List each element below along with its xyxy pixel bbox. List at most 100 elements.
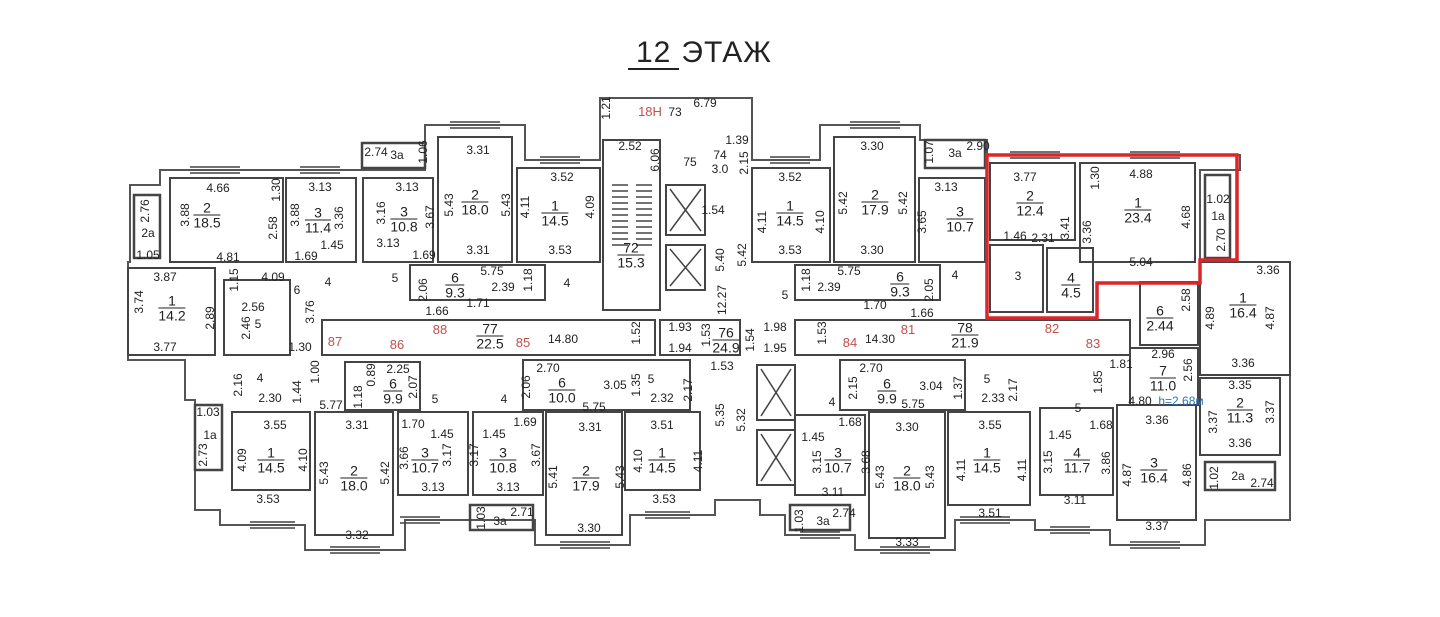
floor-label: ЭТАЖ	[681, 36, 772, 69]
dimension-label: 2.06	[519, 375, 533, 399]
dimension-label: 1.18	[521, 268, 535, 292]
elevator-cross	[760, 368, 792, 417]
dimension-label: 5	[983, 372, 991, 386]
dimension-label: 5.43	[923, 465, 937, 489]
room-wall	[437, 136, 513, 263]
elevator-cross	[760, 433, 792, 482]
building-outline	[127, 97, 1291, 551]
room-wall	[947, 411, 1031, 506]
dimension-label: 1.45	[482, 427, 506, 441]
dimension-label: 2.74	[1250, 476, 1274, 490]
apartment-number: 83	[1085, 336, 1101, 351]
room-number: 3	[411, 446, 439, 461]
dimension-label: 5.32	[734, 408, 748, 432]
room-area: 16.4	[1229, 304, 1257, 321]
dimension-label: 1.45	[430, 427, 454, 441]
dimension-label: 2.17	[1006, 378, 1020, 402]
dimension-label: 3.36	[332, 206, 346, 230]
room-area: 15.3	[617, 254, 645, 271]
room-area: 11.7	[1063, 459, 1091, 476]
dimension-label: 4	[951, 268, 959, 282]
balcony-wall	[193, 403, 224, 472]
dimension-label: 5.42	[378, 461, 392, 485]
dimension-label: 5	[781, 288, 789, 302]
dimension-label: 2.33	[981, 391, 1005, 405]
balcony-wall	[1203, 173, 1232, 260]
dimension-label: 1.66	[425, 304, 449, 318]
dimension-label: 1.54	[743, 328, 757, 352]
dimension-label: 4.68	[1179, 205, 1193, 229]
dimension-label: 2.31	[1031, 231, 1055, 245]
dimension-label: 5.41	[546, 465, 560, 489]
room-area: 9.9	[877, 390, 897, 407]
dimension-label: 3.88	[288, 203, 302, 227]
room-number: 3	[1140, 456, 1168, 471]
dimension-label: 4.10	[813, 210, 827, 234]
dimension-label: 5.40	[713, 248, 727, 272]
dimension-label: 4.11	[518, 195, 532, 219]
dimension-label: 2.90	[966, 139, 990, 153]
dimension-label: 3.67	[423, 205, 437, 229]
dimension-label: 3.15	[1041, 450, 1055, 474]
dimension-label: 3.33	[895, 535, 919, 549]
elevator-cross	[669, 188, 702, 232]
room-wall	[1199, 261, 1291, 376]
room-area: 10.8	[390, 218, 418, 235]
dimension-label: 3.53	[778, 243, 802, 257]
dimension-label: 3.11	[821, 485, 845, 499]
dimension-label: 1.93	[668, 320, 692, 334]
dimension-label: 2.89	[203, 306, 217, 330]
room-area: 14.5	[776, 212, 804, 229]
dimension-label: 1.30	[288, 340, 312, 354]
dimension-label: 1.03	[474, 506, 488, 530]
dimension-label: 3.51	[978, 506, 1002, 520]
room-area: 18.5	[193, 214, 221, 231]
room-number: 3	[946, 205, 974, 220]
dimension-label: 1.70	[401, 417, 425, 431]
room-number: 6	[383, 377, 403, 392]
dimension-label: 3.35	[1228, 378, 1252, 392]
dimension-label: 74	[713, 148, 727, 162]
room-wall	[409, 264, 546, 301]
dimension-label: 1a	[1211, 209, 1225, 223]
dimension-label: 3.05	[603, 378, 627, 392]
dimension-label: 1.53	[710, 359, 734, 373]
dimension-label: 3.04	[919, 379, 943, 393]
room-wall	[1116, 404, 1197, 521]
room-number: 1	[1124, 196, 1152, 211]
room-wall	[1046, 247, 1094, 313]
room-wall	[1079, 162, 1196, 263]
dimension-label: 1.69	[294, 249, 318, 263]
dimension-label: 3.32	[345, 528, 369, 542]
dimension-label: 3.17	[440, 443, 454, 467]
room-wall	[794, 264, 941, 301]
dimension-label: 4.89	[1203, 306, 1217, 330]
room-number: 4	[1061, 271, 1081, 286]
room-wall	[321, 319, 656, 356]
dimension-label: 2.32	[650, 391, 674, 405]
balcony-wall	[923, 138, 987, 170]
room-number: 2	[461, 188, 489, 203]
dimension-label: 1.54	[701, 203, 725, 217]
room-wall	[1039, 407, 1114, 496]
room-number: 6	[548, 376, 576, 391]
dimension-label: 3.53	[548, 243, 572, 257]
room-number: 3	[390, 205, 418, 220]
room-number: 76	[712, 326, 740, 341]
dimension-label: 1.30	[1088, 166, 1102, 190]
dimension-label: 1.18	[799, 268, 813, 292]
ceiling-height-note: h=2.68м	[1158, 394, 1204, 408]
